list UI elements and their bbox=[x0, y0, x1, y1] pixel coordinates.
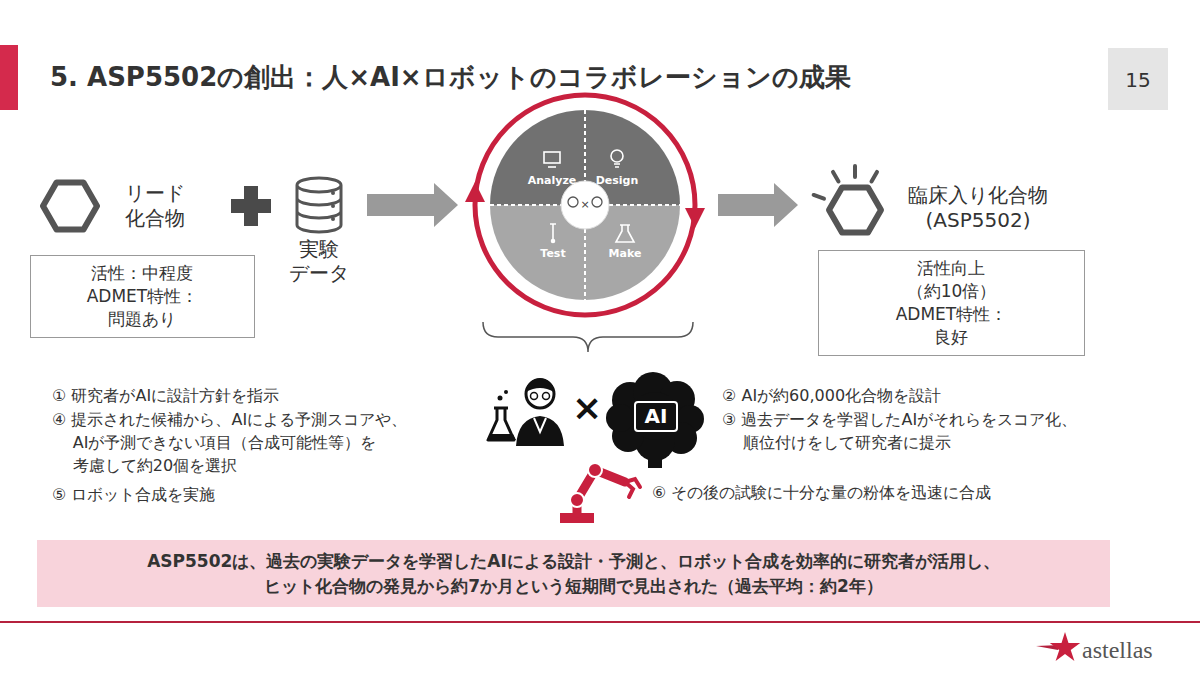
block-arrow bbox=[367, 183, 458, 227]
node-text: 臨床入り化合物 (ASP5502) bbox=[908, 183, 1048, 233]
slide-title: 5. ASP5502の創出：人×AI×ロボットのコラボレーションの成果 bbox=[50, 60, 851, 95]
logo-star bbox=[1036, 632, 1080, 661]
block-arrow bbox=[718, 183, 798, 227]
property-box: 活性：中程度 ADMET特性：問題あり bbox=[30, 255, 255, 338]
page-number: 15 bbox=[1108, 66, 1168, 95]
step-text: ④ 提示された候補から、AIによる予測スコアや、 AIが予測できない項目（合成可… bbox=[52, 408, 482, 477]
node-text: リード 化合物 bbox=[125, 181, 185, 231]
node-text: 活性：中程度 ADMET特性：問題あり bbox=[87, 262, 199, 331]
database-icon bbox=[293, 175, 345, 235]
node-text: 活性向上（約10倍） ADMET特性：良好 bbox=[896, 257, 1008, 349]
hexagon-icon bbox=[40, 176, 100, 236]
step-text: ⑥ その後の試験に十分な量の粉体を迅速に合成 bbox=[652, 481, 1172, 504]
ai-mark: AI bbox=[635, 402, 677, 430]
node-text: 実験 データ bbox=[289, 237, 349, 285]
phase-label: Design bbox=[596, 174, 639, 187]
logo-text: astellas bbox=[1082, 633, 1153, 668]
node-text: ASP5502は、過去の実験データを学習したAIによる設計・予測と、ロボット合成… bbox=[47, 549, 1100, 598]
bracket bbox=[483, 322, 693, 352]
step-text: ② AIが約60,000化合物を設計 bbox=[722, 384, 1172, 407]
page-box bbox=[1108, 48, 1168, 110]
phase-label: Test bbox=[540, 247, 565, 260]
title-bar bbox=[0, 45, 18, 110]
lead-compound: リード 化合物 bbox=[40, 176, 185, 236]
clinical-compound: 臨床入り化合物 (ASP5502) bbox=[810, 160, 1048, 256]
step-text: ⑤ ロボット合成を実施 bbox=[52, 483, 482, 506]
hexagon-icon bbox=[810, 160, 900, 256]
phase-label: Make bbox=[609, 247, 642, 260]
plus-sign bbox=[231, 186, 271, 226]
data-store: 実験 データ bbox=[289, 175, 349, 285]
summary-band: ASP5502は、過去の実験データを学習したAIによる設計・予測と、ロボット合成… bbox=[37, 540, 1110, 607]
step-text: ① 研究者がAIに設計方針を指示 bbox=[52, 384, 482, 407]
step-text: ③ 過去データを学習したAIがそれらをスコア化、 順位付けをして研究者に提示 bbox=[722, 408, 1172, 454]
researcher-icon bbox=[488, 378, 564, 446]
phase-label: Analyze bbox=[528, 174, 577, 187]
times-sign: × bbox=[572, 386, 602, 429]
brain-icon bbox=[606, 372, 704, 468]
cycle-center-mark: × bbox=[578, 197, 592, 212]
footer-line bbox=[0, 621, 1200, 623]
robot-arm-icon bbox=[560, 463, 640, 523]
property-box: 活性向上（約10倍） ADMET特性：良好 bbox=[818, 250, 1085, 356]
